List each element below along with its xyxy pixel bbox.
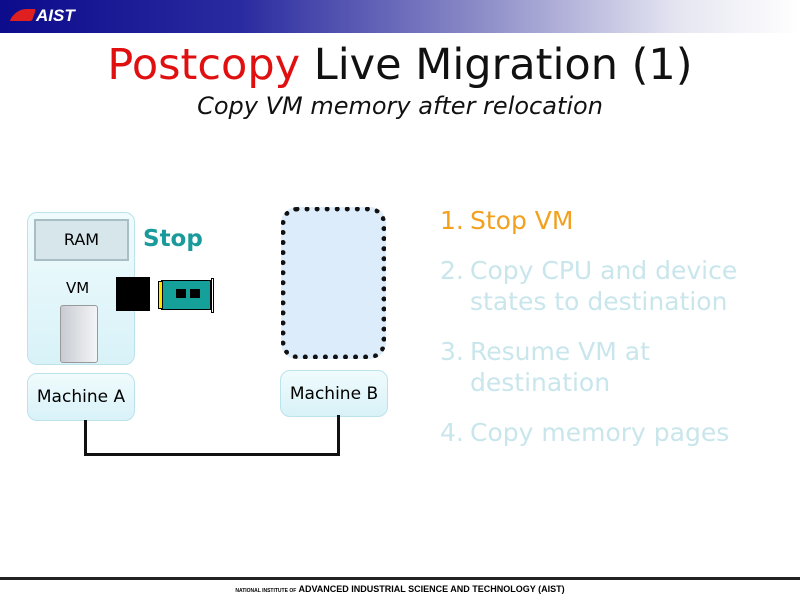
step-number: 3. bbox=[440, 337, 464, 366]
aist-logo: AIST bbox=[9, 6, 75, 26]
step-text: Stop VM bbox=[470, 206, 574, 235]
header-bar: AIST bbox=[0, 0, 800, 33]
step-4: 4.Copy memory pages bbox=[440, 417, 780, 448]
network-cable-end bbox=[337, 415, 340, 425]
destination-placeholder bbox=[281, 207, 386, 359]
step-1: 1.Stop VM bbox=[440, 205, 780, 236]
slide-title: Postcopy Live Migration (1) bbox=[0, 40, 800, 90]
network-cable bbox=[84, 420, 340, 456]
footer-small: NATIONAL INSTITUTE OF bbox=[235, 588, 297, 594]
cpu-chip-icon bbox=[116, 277, 150, 311]
footer: NATIONAL INSTITUTE OF ADVANCED INDUSTRIA… bbox=[0, 584, 800, 594]
stop-label: Stop bbox=[143, 226, 203, 252]
device-card-icon bbox=[158, 278, 214, 313]
step-number: 1. bbox=[440, 206, 464, 235]
footer-divider bbox=[0, 577, 800, 580]
vm-label: VM bbox=[66, 279, 90, 297]
step-number: 4. bbox=[440, 418, 464, 447]
slide-subtitle: Copy VM memory after relocation bbox=[197, 92, 603, 120]
footer-main: ADVANCED INDUSTRIAL SCIENCE AND TECHNOLO… bbox=[298, 584, 565, 594]
steps-list: 1.Stop VM 2.Copy CPU and device states t… bbox=[440, 205, 780, 467]
server-icon bbox=[60, 305, 98, 363]
step-text: Resume VM at destination bbox=[470, 337, 650, 397]
machine-b-label: Machine B bbox=[280, 370, 388, 417]
machine-a-label: Machine A bbox=[27, 373, 135, 421]
ram-block: RAM bbox=[34, 219, 129, 261]
step-number: 2. bbox=[440, 256, 464, 285]
step-text: Copy memory pages bbox=[470, 418, 730, 447]
logo-text: AIST bbox=[36, 6, 75, 25]
title-rest: Live Migration (1) bbox=[300, 40, 693, 90]
step-text: Copy CPU and device states to destinatio… bbox=[470, 256, 738, 316]
step-2: 2.Copy CPU and device states to destinat… bbox=[440, 255, 780, 317]
title-highlight: Postcopy bbox=[107, 40, 301, 90]
step-3: 3.Resume VM at destination bbox=[440, 336, 780, 398]
